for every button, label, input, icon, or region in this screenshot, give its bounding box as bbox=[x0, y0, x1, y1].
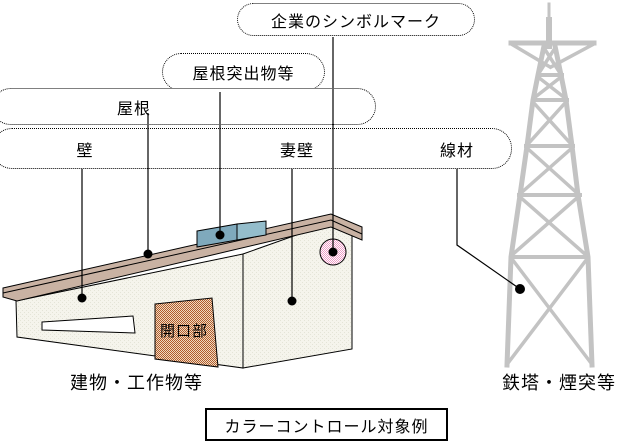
door-opening-label: 開口部 bbox=[160, 322, 208, 340]
callout-box-wall-row: 壁 妻壁 線材 bbox=[0, 128, 512, 169]
roof-protrusion-side bbox=[236, 220, 267, 241]
callout-label-gable-wall: 妻壁 bbox=[279, 140, 315, 160]
callout-box-corporate-symbol: 企業のシンボルマーク bbox=[237, 3, 475, 36]
building-caption: 建物・工作物等 bbox=[70, 373, 203, 394]
building: 開口部 bbox=[2, 213, 363, 369]
callout-label-roof-protrusion: 屋根突出物等 bbox=[192, 64, 295, 83]
steel-tower bbox=[504, 2, 597, 368]
corporate-symbol-mark bbox=[319, 238, 347, 266]
tower-caption: 鉄塔・煙突等 bbox=[502, 373, 616, 394]
building-window bbox=[41, 315, 136, 334]
callout-label-wall: 壁 bbox=[76, 140, 94, 160]
tower-horizontal-members bbox=[509, 73, 590, 259]
diagram-title: カラーコントロール対象例 bbox=[224, 416, 429, 436]
callout-label-corporate-symbol: 企業のシンボルマーク bbox=[270, 11, 441, 31]
callout-label-roof: 屋根 bbox=[116, 98, 152, 118]
tower-x-braces bbox=[505, 45, 594, 366]
callout-box-roof: 屋根 bbox=[0, 88, 376, 125]
diagram-title-box: カラーコントロール対象例 bbox=[205, 408, 448, 441]
callout-label-wire: 線材 bbox=[439, 140, 475, 160]
callout-box-roof-protrusion: 屋根突出物等 bbox=[162, 53, 325, 91]
building-door-opening bbox=[154, 297, 219, 368]
building-roof-fascia-line bbox=[2, 219, 363, 294]
building-roof bbox=[2, 213, 363, 302]
